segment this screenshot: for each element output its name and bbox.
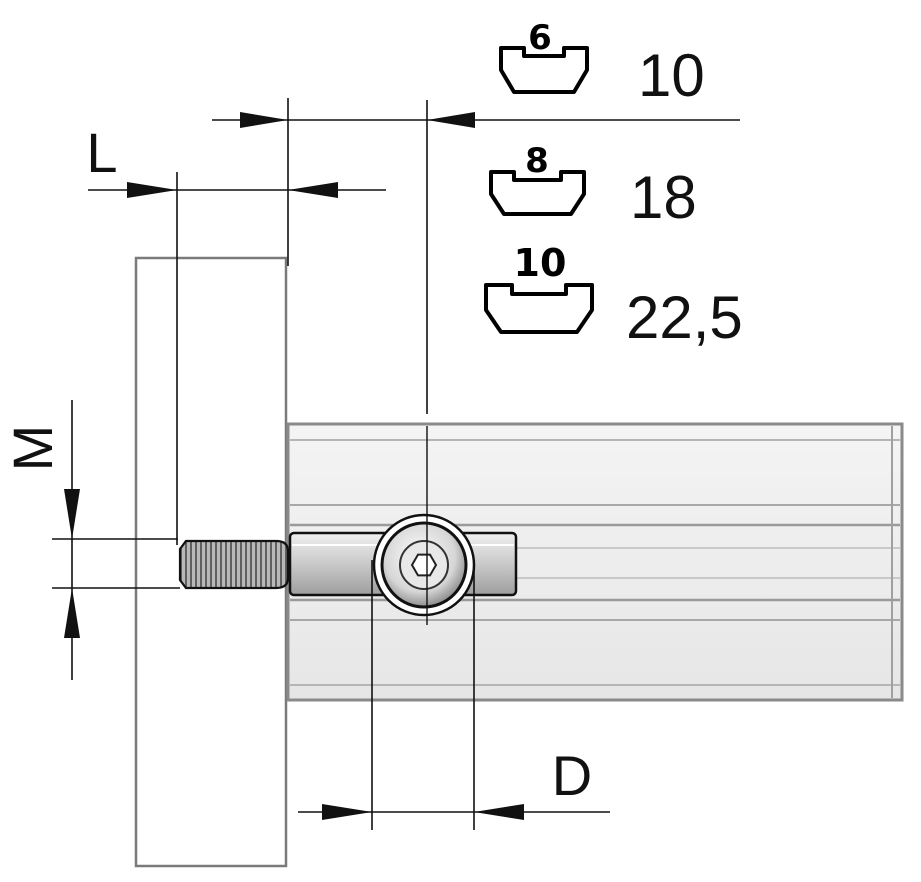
slot-value: 22,5 [626, 284, 743, 351]
slot-size-label: 10 [514, 241, 567, 285]
slot-value: 10 [638, 42, 705, 109]
slot-profile-icon [499, 46, 589, 94]
slot-row-6: 6 10 [499, 18, 705, 109]
hex-socket-icon [410, 553, 438, 577]
slot-profile-icon [484, 283, 594, 334]
slot-size-table: 6 10 8 18 10 22,5 [484, 18, 743, 351]
slot-size-label: 6 [528, 18, 552, 58]
dimension-label-M: M [1, 425, 64, 472]
slot-size-label: 8 [525, 141, 549, 181]
dimension-lines [52, 98, 740, 830]
dimension-label-L: L [86, 121, 117, 184]
slot-row-8: 8 18 [489, 141, 697, 231]
slot-row-10: 10 22,5 [484, 241, 743, 351]
slot-profile-icon [489, 170, 586, 216]
threaded-stud [178, 539, 290, 590]
dimension-label-D: D [552, 744, 592, 807]
socket-head-bolt [372, 513, 476, 617]
slot-value: 18 [630, 164, 697, 231]
